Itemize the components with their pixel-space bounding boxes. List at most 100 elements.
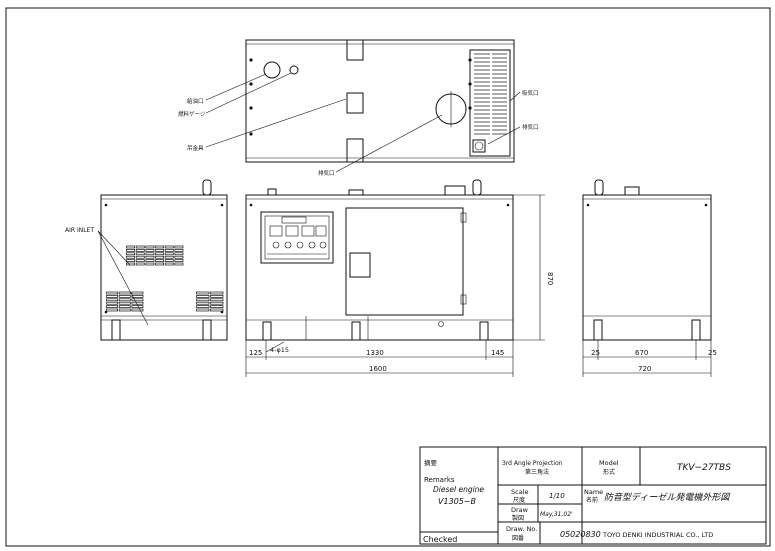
- access-door: [345, 207, 464, 316]
- grill-slot: [135, 259, 145, 262]
- grill-slot: [164, 252, 174, 256]
- fuel-gauge-circle: [289, 65, 299, 75]
- control-panel: [260, 211, 334, 264]
- grill-slot: [145, 255, 155, 259]
- grill-slot: [174, 252, 184, 256]
- grill-slot: [131, 291, 144, 295]
- grill-slot: [145, 249, 155, 252]
- grill-slot: [118, 295, 131, 298]
- grill-slot: [196, 298, 210, 302]
- grill-slot: [155, 245, 165, 249]
- left-side-view: [100, 179, 228, 341]
- grill-slot: [118, 291, 131, 295]
- side-dimensions: [582, 340, 712, 377]
- grill-slot: [155, 259, 165, 262]
- dim-145: 145: [491, 349, 504, 357]
- grill-slot: [106, 298, 119, 302]
- label-lifting-hook: 吊金具: [187, 144, 204, 152]
- label-fuel-port: 給油口: [187, 97, 204, 105]
- grill-slot: [155, 249, 165, 252]
- grill-slot: [118, 301, 131, 305]
- front-view: [245, 179, 514, 341]
- tb-model-en: Model: [599, 459, 619, 467]
- dim-side-25a: 25: [591, 349, 600, 357]
- dim-side-720: 720: [638, 365, 651, 373]
- grill-slot: [135, 252, 145, 256]
- tb-scale-jp: 尺度: [513, 496, 525, 504]
- label-exhaust-port: 排気口: [318, 169, 335, 177]
- grill-slot: [196, 295, 210, 298]
- grill-slot: [106, 301, 119, 305]
- tb-engine-model: V1305−B: [438, 497, 476, 506]
- grill-slot: [210, 298, 224, 302]
- tb-projection-en: 3rd Angle Projection: [502, 460, 563, 467]
- tb-drawno-jp: 図番: [512, 535, 524, 542]
- grill-slot: [210, 291, 224, 295]
- grill-slot: [106, 295, 119, 298]
- grill-slot: [210, 295, 224, 298]
- grill-slot: [135, 249, 145, 252]
- tb-name-en: Name: [584, 488, 603, 496]
- left-air-inlet-grills: [106, 245, 224, 312]
- grill-slot: [164, 245, 174, 249]
- grill-slot: [126, 255, 136, 259]
- grill-slot: [131, 308, 144, 312]
- tb-draw-value: May,31,02': [540, 511, 573, 518]
- front-dimensions: [245, 194, 545, 377]
- dim-1600: 1600: [369, 365, 387, 373]
- tb-drawno-en: Draw. No.: [506, 525, 537, 533]
- grill-slot: [145, 259, 155, 262]
- plan-leaders: [205, 72, 521, 173]
- grill-slot: [164, 259, 174, 262]
- grill-slot: [164, 255, 174, 259]
- grill-slot: [145, 262, 155, 266]
- grill-slot: [118, 305, 131, 308]
- grill-slot: [106, 308, 119, 312]
- fuel-port-circle: [263, 61, 281, 79]
- dim-870: 870: [546, 272, 554, 285]
- dim-side-670: 670: [635, 349, 648, 357]
- label-air-inlet: AIR INLET: [65, 227, 94, 234]
- grill-slot: [155, 255, 165, 259]
- plan-view: [245, 39, 515, 163]
- tb-remarks-en: Remarks: [424, 476, 455, 484]
- tb-model-jp: 形式: [603, 468, 615, 476]
- tb-name-jp: 名前: [586, 496, 598, 504]
- grill-slot: [131, 301, 144, 305]
- grill-slot: [126, 249, 136, 252]
- grill-slot: [155, 252, 165, 256]
- grill-slot: [106, 291, 119, 295]
- right-side-view: [582, 179, 712, 341]
- grill-slot: [196, 308, 210, 312]
- grill-slot: [164, 249, 174, 252]
- grill-slot: [174, 262, 184, 266]
- tb-scale-value: 1/10: [549, 492, 565, 500]
- grill-slot: [210, 301, 224, 305]
- dim-side-25b: 25: [708, 349, 717, 357]
- dim-holes: 4-φ15: [270, 346, 289, 354]
- grill-slot: [196, 291, 210, 295]
- grill-slot: [126, 259, 136, 262]
- grill-slot: [118, 298, 131, 302]
- tb-scale-en: Scale: [511, 488, 529, 496]
- tb-checked: Checked: [423, 535, 457, 544]
- grill-slot: [131, 295, 144, 298]
- tb-name-value: 防音型ディーゼル発電機外形図: [604, 492, 731, 503]
- grill-slot: [174, 245, 184, 249]
- grill-slot: [126, 252, 136, 256]
- label-drain-port: 排気口: [522, 123, 539, 131]
- tb-company: TOYO DENKI INDUSTRIAL CO., LTD: [602, 531, 713, 539]
- grill-slot: [210, 308, 224, 312]
- tb-projection-jp: 第三角法: [525, 468, 549, 476]
- tb-model-value: TKV−27TBS: [677, 463, 731, 473]
- plan-radiator-grill: [474, 53, 507, 135]
- grill-slot: [135, 255, 145, 259]
- title-block: [419, 446, 767, 545]
- grill-slot: [145, 245, 155, 249]
- grill-slot: [131, 298, 144, 302]
- dim-125: 125: [249, 349, 262, 357]
- tb-engine-label: Diesel engine: [433, 485, 484, 494]
- grill-slot: [106, 305, 119, 308]
- tb-draw-jp: 製図: [512, 514, 524, 522]
